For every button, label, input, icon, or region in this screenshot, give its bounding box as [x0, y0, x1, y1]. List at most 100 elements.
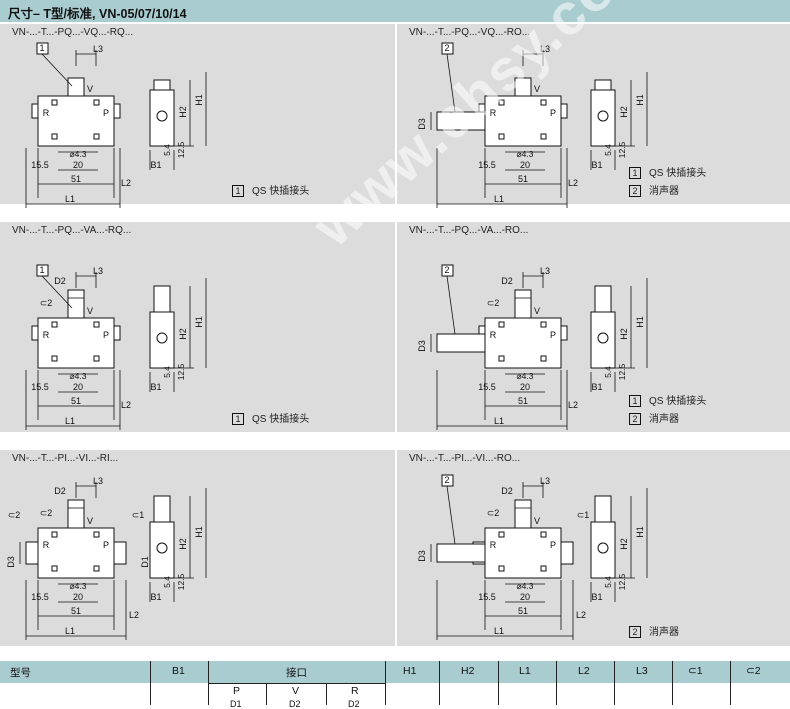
table-divider: [326, 683, 327, 705]
port-label-v: V: [534, 84, 540, 94]
dim-label-20: 20: [73, 382, 83, 392]
col-subheader-r: R: [351, 685, 359, 697]
side-view-port: [156, 110, 168, 122]
side-view-port: [597, 332, 609, 344]
vacuum-fitting: [514, 289, 532, 319]
silencer: [436, 543, 486, 563]
panel-subtitle: VN-...-T...-PQ...-VA...-RQ...: [12, 225, 132, 236]
dim-label-h2: H2: [619, 538, 629, 550]
dimension-line: [446, 485, 456, 545]
mounting-hole: [540, 531, 547, 538]
legend-number-box: 1: [232, 185, 244, 197]
port-label-v: V: [87, 84, 93, 94]
dim-label-dim_l3: L3: [540, 44, 550, 54]
dim-label-b1: B1: [150, 382, 161, 392]
dimension-line: [446, 53, 456, 113]
valve-body: [484, 527, 562, 579]
legend-number-box: 1: [232, 413, 244, 425]
port-label-v: V: [534, 516, 540, 526]
dim-label-20: 20: [520, 592, 530, 602]
legend-text: 消声器: [649, 627, 679, 638]
legend-number-box: 1: [629, 167, 641, 179]
col-header-l1: L1: [519, 665, 531, 677]
port-label-p: P: [550, 108, 556, 118]
dim-label-h1: H1: [194, 316, 204, 328]
dim-label-dim_l3: L3: [93, 44, 103, 54]
callout-number: 2: [444, 265, 449, 275]
dim-label-dim_l3: L3: [93, 266, 103, 276]
dim-label-h1: H1: [635, 316, 645, 328]
dim-label-h2: H2: [178, 328, 188, 340]
legend-number-box: 1: [629, 395, 641, 407]
dim-label-dim_d3: D3: [6, 556, 16, 568]
valve-body: [37, 95, 115, 147]
side-view-fitting: [153, 495, 171, 523]
callout-marker: [441, 264, 454, 277]
table-divider: [150, 661, 151, 705]
dim-label-dim_l3: L3: [540, 266, 550, 276]
mounting-hole: [498, 531, 505, 538]
dim-label-12-5: 12.5: [176, 141, 186, 158]
table-divider: [439, 661, 440, 705]
dim-label-h2: H2: [178, 538, 188, 550]
dim-label-h1: H1: [635, 94, 645, 106]
port-label-v: V: [87, 306, 93, 316]
side-view-fitting: [153, 285, 171, 313]
vacuum-fitting: [67, 77, 85, 97]
port-p-connector: [560, 541, 574, 565]
dim-label-51: 51: [518, 606, 528, 616]
dim-label-c1: ⊂1: [132, 510, 145, 520]
dim-label-20: 20: [520, 382, 530, 392]
callout-number: 1: [39, 265, 44, 275]
dim-label-dim_d3: D3: [417, 550, 427, 562]
dim-label-15-5: 15.5: [31, 592, 49, 602]
dim-label-51: 51: [518, 396, 528, 406]
legend-number-box: 2: [629, 626, 641, 638]
dim-label-dim_d3: D3: [417, 118, 427, 130]
dim-label-b1: B1: [150, 160, 161, 170]
dim-label-12-5: 12.5: [617, 573, 627, 590]
dim-label-5-4: 5.4: [162, 576, 172, 588]
side-view-fitting: [594, 495, 612, 523]
mounting-hole: [498, 565, 505, 572]
col-header-h2: H2: [461, 665, 475, 677]
dim-label-dim_d2: D2: [54, 486, 66, 496]
dim-label-c2: ⊂2: [487, 298, 500, 308]
legend-text: QS 快插接头: [252, 186, 310, 197]
legend-text: 消声器: [649, 414, 679, 425]
port-label-r: R: [490, 540, 497, 550]
col-header-l3: L3: [636, 665, 648, 677]
dim-label-l1: L1: [494, 416, 504, 426]
port-label-p: P: [550, 540, 556, 550]
port-label-r: R: [490, 108, 497, 118]
mounting-hole: [540, 133, 547, 140]
partial-cell: D2: [289, 699, 301, 709]
port-p-connector: [113, 325, 121, 341]
port-label-v: V: [87, 516, 93, 526]
dim-label-51: 51: [518, 174, 528, 184]
dim-label-51: 51: [71, 174, 81, 184]
dim-label-20: 20: [520, 160, 530, 170]
side-view-fitting: [594, 285, 612, 313]
port-r-connector: [25, 541, 39, 565]
mounting-hole: [93, 531, 100, 538]
table-divider: [672, 661, 673, 705]
mounting-hole: [498, 133, 505, 140]
legend-text: QS 快插接头: [649, 396, 707, 407]
dim-label-h1: H1: [635, 526, 645, 538]
dim-label-l1: L1: [494, 194, 504, 204]
table-divider: [498, 661, 499, 705]
mounting-hole: [540, 355, 547, 362]
dim-label-dim_l3: L3: [540, 476, 550, 486]
silencer: [436, 333, 486, 353]
mounting-hole: [498, 321, 505, 328]
